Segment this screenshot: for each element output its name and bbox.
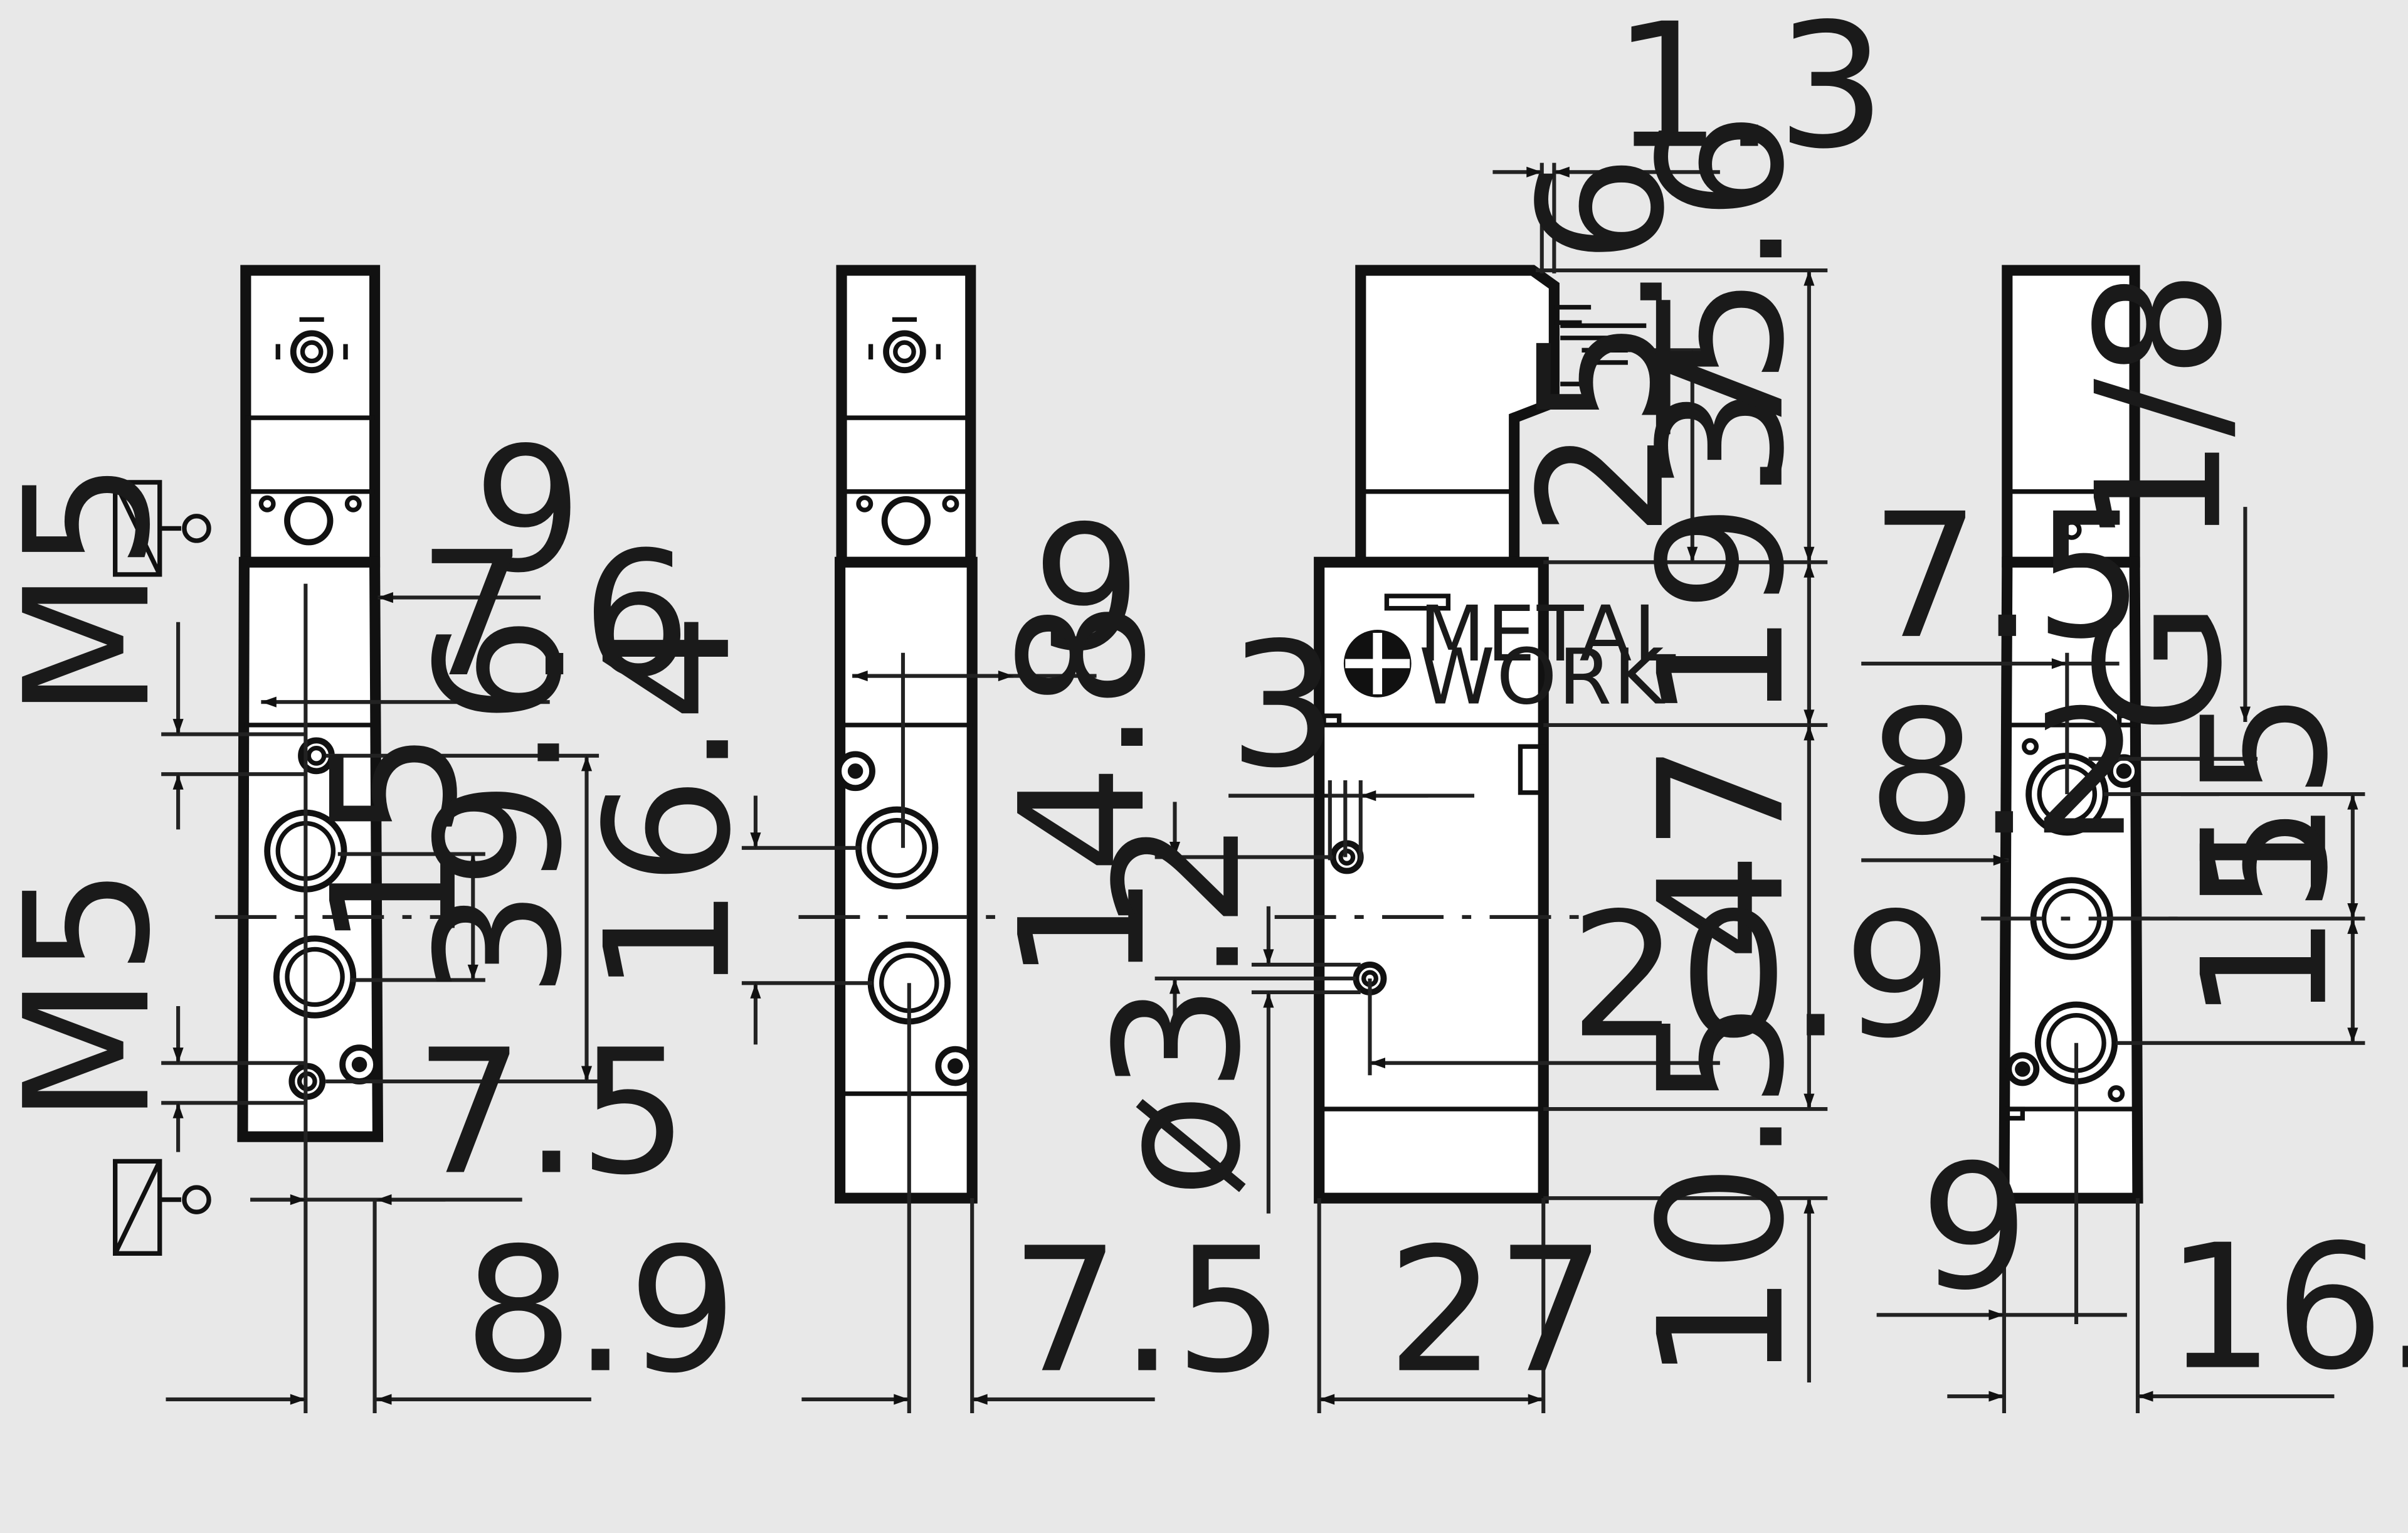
dim-7-5-left: 7.5 — [415, 1012, 688, 1213]
dim-15-right-a: 15 — [2165, 691, 2366, 910]
dim-16-5: 16.5 — [2165, 1207, 2408, 1408]
view-left: 9 7.6 M5 15 39.6 M5 7.5 8.9 — [0, 265, 737, 1413]
dim-39-6: 39.6 — [399, 615, 599, 999]
dim-m5-top: M5 — [0, 461, 188, 719]
dim-m5-bottom: M5 — [0, 866, 188, 1124]
connector-circle-left — [290, 330, 334, 374]
dim-9-left: 9 — [473, 410, 583, 611]
dim-19-7: 19.7 — [1622, 339, 1822, 722]
dim-14-8: 14.8 — [983, 600, 1183, 984]
metal-work-logo-icon — [1343, 630, 1412, 698]
dim-10-5: 10.5 — [1622, 999, 1822, 1382]
dim-16-4: 16.4 — [568, 612, 769, 995]
dim-35-6: 35.6 — [1622, 112, 1822, 495]
dim-7-5-right: 7.5 — [1871, 476, 2144, 677]
dim-9-second: 9 — [1032, 488, 1142, 689]
dim-8-9: 8.9 — [464, 1210, 737, 1411]
dim-20-9: 20.9 — [1570, 876, 1953, 1076]
view-second: 9 16.4 7.5 — [568, 265, 1284, 1413]
dim-diameter-3-2: ø3.2 — [1078, 819, 1279, 1198]
dim-g1-8: G 1/8 — [2059, 269, 2260, 734]
dim-1-3: 1.3 — [1612, 0, 1886, 187]
dim-25-6: 25.6 — [1502, 154, 1703, 538]
dim-9-right: 9 — [1920, 1127, 2029, 1328]
dim-15-left: 15 — [295, 730, 495, 949]
dim-8-2: 8.2 — [1867, 672, 2141, 873]
dim-3: 3 — [1228, 605, 1338, 806]
dim-7-5-second: 7.5 — [1010, 1210, 1284, 1411]
dim-15-right-b: 15 — [2165, 804, 2366, 1023]
brand-line-1: METAL — [1419, 589, 1678, 679]
view-right: 7.5 G 1/8 8.2 15 15 9 16.5 — [1861, 265, 2408, 1413]
view-front: METAL WORK — [983, 0, 1953, 1413]
brand-line-2: WORK — [1419, 632, 1666, 722]
dim-7-6: 7.6 — [418, 514, 691, 715]
dim-27: 27 — [1386, 1210, 1605, 1411]
valve-body-front — [1314, 556, 1549, 1204]
dim-47: 47 — [1622, 743, 1822, 962]
